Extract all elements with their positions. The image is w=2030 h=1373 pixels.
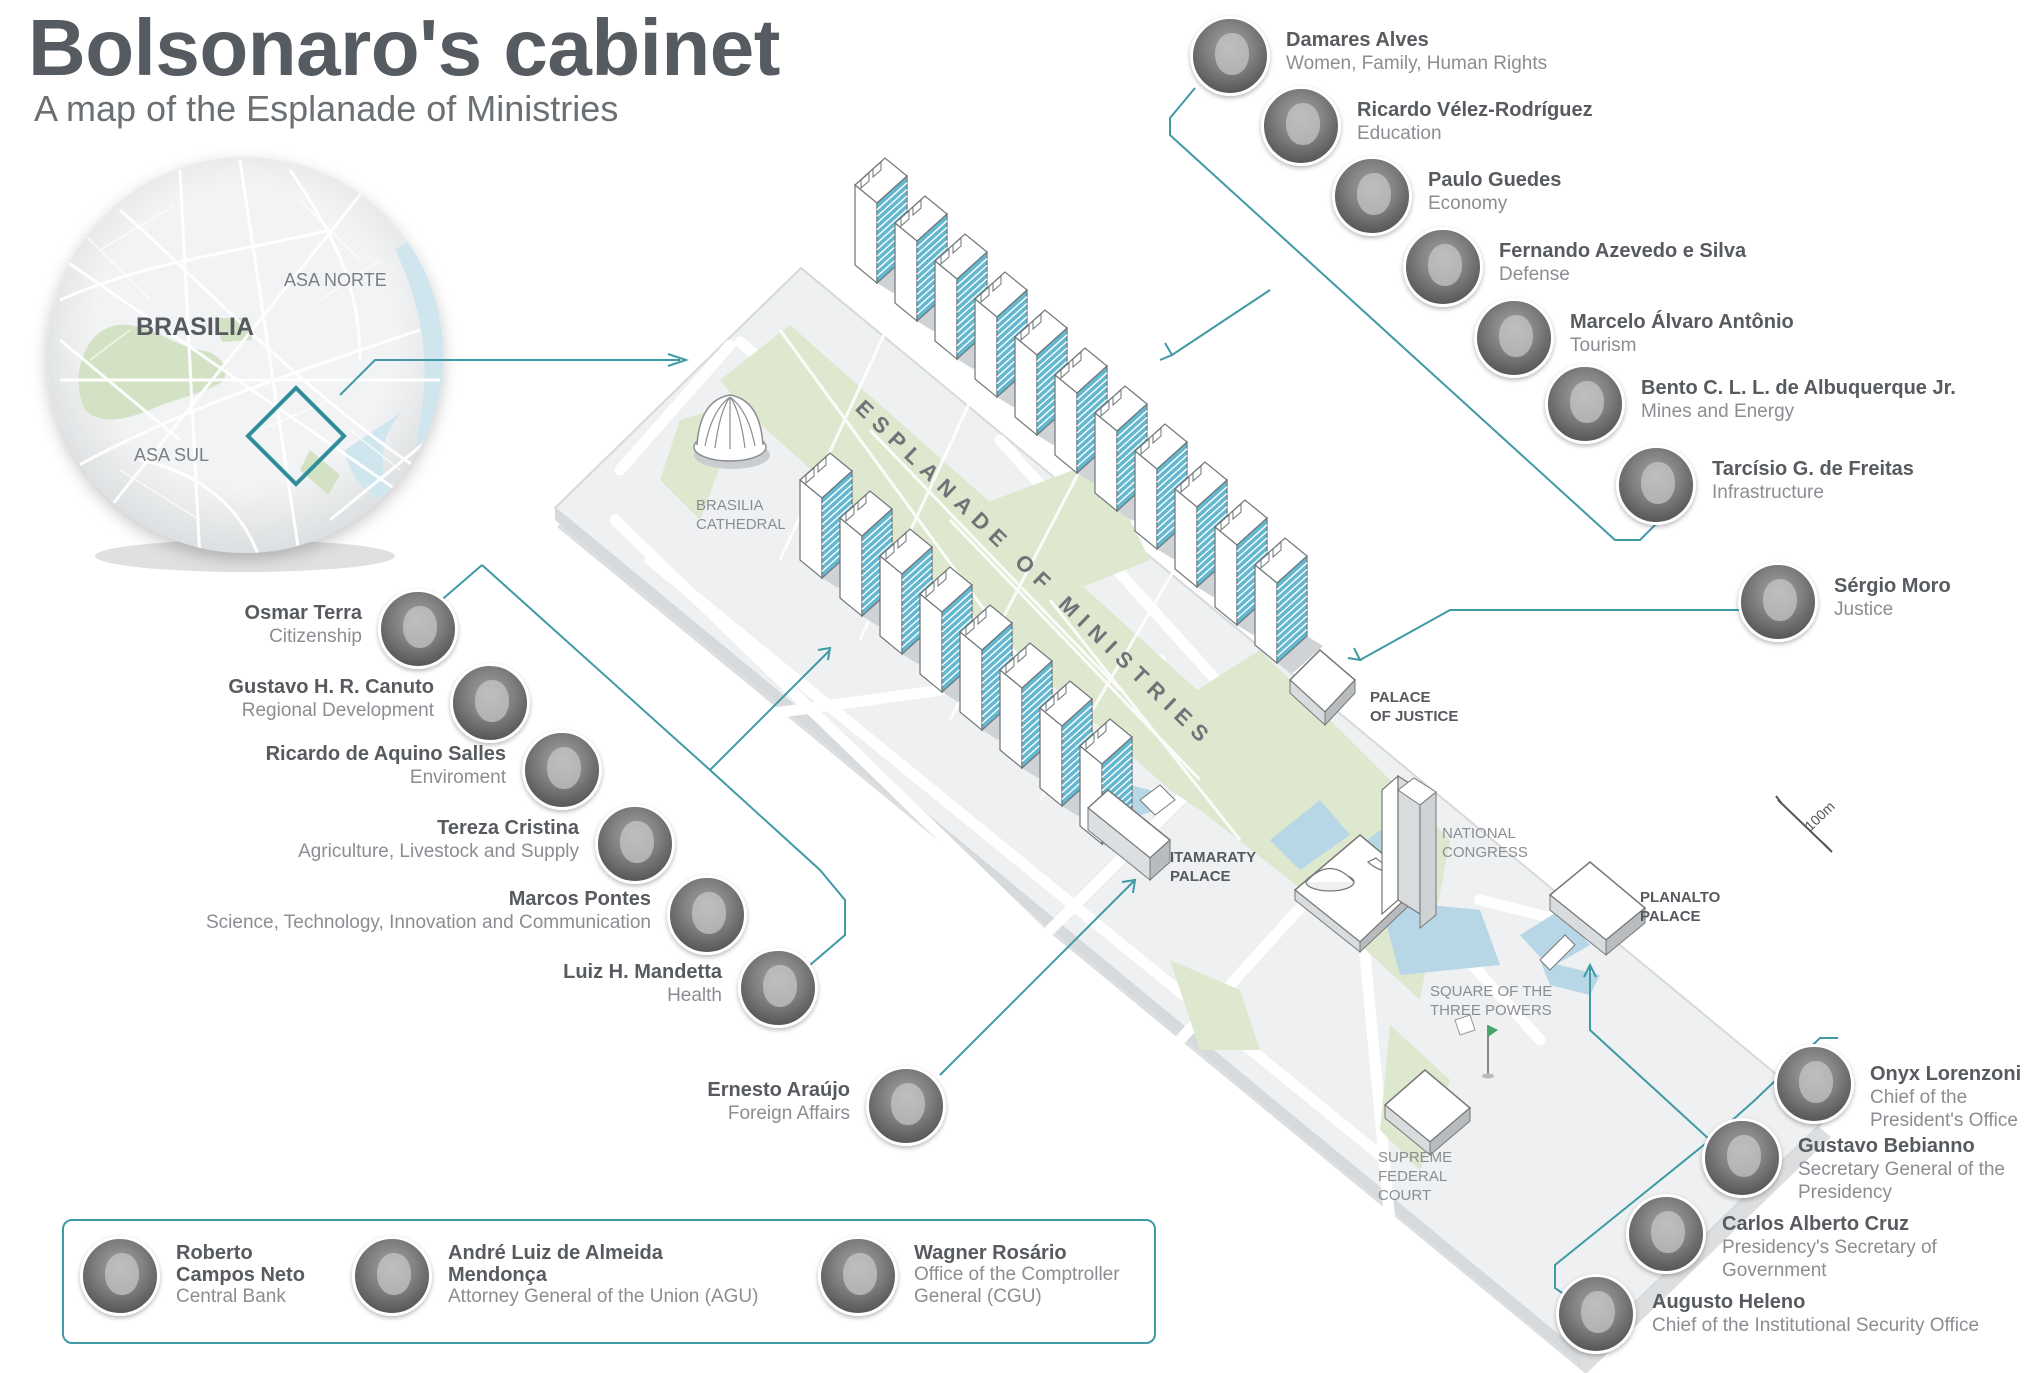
other-officials-box <box>62 1219 1156 1344</box>
supreme-court-building <box>1383 1069 1472 1157</box>
portrait-photo <box>1545 364 1625 444</box>
portrait-photo <box>1261 86 1341 166</box>
portrait-photo <box>522 730 602 810</box>
portrait-photo <box>1556 1274 1636 1354</box>
portrait-photo <box>450 663 530 743</box>
itamaraty-palace-building <box>1086 784 1176 882</box>
portrait-photo <box>1190 16 1270 96</box>
ministry-building <box>1094 385 1163 522</box>
locator-connector <box>339 353 690 396</box>
portrait-photo <box>1474 298 1554 378</box>
portrait-photo <box>1738 562 1818 642</box>
page-subtitle: A map of the Esplanade of Ministries <box>34 88 619 129</box>
leader-lines <box>429 87 1838 1301</box>
portrait-photo <box>1626 1194 1706 1274</box>
portrait-photo <box>595 804 675 884</box>
ministry-building <box>1254 537 1323 674</box>
planalto-palace-building <box>1539 861 1647 971</box>
portrait-photo <box>1332 156 1412 236</box>
flag-icon <box>1454 1014 1498 1079</box>
portrait-photo <box>1702 1118 1782 1198</box>
portrait-photo <box>738 948 818 1028</box>
national-congress-building <box>1293 774 1437 954</box>
portrait-photo <box>1616 445 1696 525</box>
asa-sul-label: ASA SUL <box>134 445 210 465</box>
portrait-photo <box>1774 1044 1854 1124</box>
ministry-buildings <box>799 157 1323 855</box>
portrait-photo <box>352 1236 432 1316</box>
portrait-photo <box>818 1236 898 1316</box>
portrait-photo <box>866 1066 946 1146</box>
brasilia-label: BRASILIA <box>136 313 255 341</box>
palace-of-justice-building <box>1288 648 1357 727</box>
portrait-photo <box>80 1236 160 1316</box>
scale-bar <box>1775 795 1833 853</box>
asa-norte-label: ASA NORTE <box>284 270 387 290</box>
locator-globe <box>47 157 443 572</box>
portrait-photo <box>1403 227 1483 307</box>
cathedral-icon <box>693 394 770 469</box>
portrait-photo <box>378 589 458 669</box>
portrait-photo <box>667 875 747 955</box>
page-title: Bolsonaro's cabinet <box>28 3 780 92</box>
